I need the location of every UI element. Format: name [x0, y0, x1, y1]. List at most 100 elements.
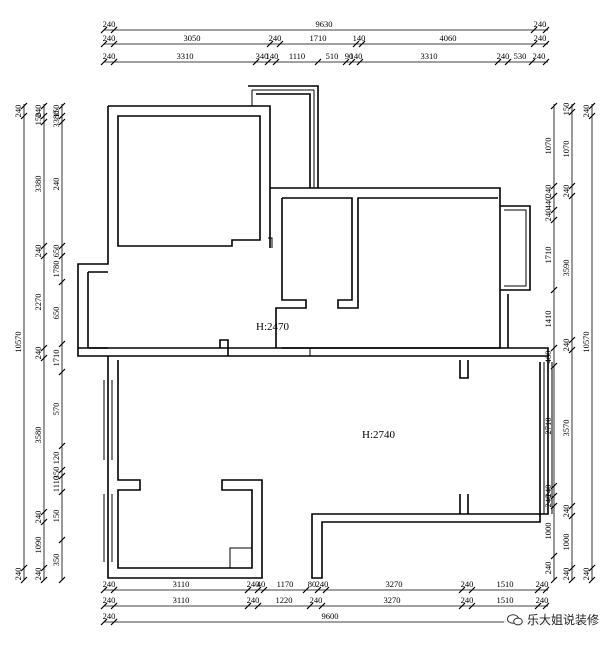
dimension-tick	[244, 602, 252, 610]
dimension-label: 240	[103, 595, 116, 605]
dimension-tick	[348, 58, 356, 66]
dimension-tick	[550, 552, 558, 560]
dimension-label: 240	[533, 51, 546, 61]
dimension-tick	[530, 40, 538, 48]
dimension-label: 240	[534, 19, 547, 29]
dimension-label: 150	[51, 105, 61, 118]
dimension-label: 240	[543, 495, 553, 508]
dimension-tick	[306, 602, 314, 610]
dimension-tick	[542, 586, 550, 594]
dimension-label: 240	[561, 339, 571, 352]
dimension-tick	[244, 586, 252, 594]
walls	[77, 85, 553, 579]
dimension-label: 240	[316, 579, 329, 589]
dimension-tick	[568, 564, 576, 572]
dimension-label: 240	[51, 178, 61, 191]
dimension-tick	[100, 26, 108, 34]
dimension-tick	[550, 492, 558, 500]
dimension-label: 3270	[384, 595, 401, 605]
dimension-tick	[588, 564, 596, 572]
dimension-tick	[100, 58, 108, 66]
dimension-label: 3380	[51, 111, 61, 128]
dimension-tick	[272, 58, 280, 66]
dimension-label: 9600	[322, 611, 339, 621]
dimension-tick	[40, 344, 48, 352]
dimension-tick	[276, 40, 284, 48]
dimension-label: 9630	[316, 19, 333, 29]
dimension-label: 350	[51, 467, 61, 480]
dimension-label: 240	[103, 611, 116, 621]
dimension-label: 650	[51, 307, 61, 320]
dimension-tick	[58, 252, 66, 260]
dimension-tick	[550, 482, 558, 490]
dimension-tick	[58, 340, 66, 348]
dimension-tick	[110, 58, 118, 66]
dimension-tick	[40, 112, 48, 120]
dimension-label: 40	[257, 579, 266, 589]
dimension-tick	[58, 442, 66, 450]
dimension-label: 650	[51, 245, 61, 258]
dimension-tick	[568, 102, 576, 110]
dimension-tick	[252, 58, 260, 66]
dimension-tick	[542, 26, 550, 34]
dimension-tick	[358, 40, 366, 48]
dimension-tick	[342, 58, 350, 66]
dimension-tick	[550, 102, 558, 110]
dimension-label: 3110	[173, 579, 190, 589]
dimension-label: 240	[247, 595, 260, 605]
dimension-label: 240	[269, 33, 282, 43]
dimension-label: 3580	[33, 427, 43, 444]
dimension-tick	[100, 602, 108, 610]
dimension-ticks	[20, 26, 596, 626]
watermark: 乐大姐说装修	[503, 610, 602, 629]
dimension-tick	[110, 586, 118, 594]
dimension-tick	[58, 278, 66, 286]
dimension-tick	[550, 502, 558, 510]
dimension-tick	[318, 602, 326, 610]
dimension-tick	[40, 102, 48, 110]
dimension-label: 340	[256, 51, 269, 61]
dimension-label: 350	[51, 554, 61, 567]
dimension-label: 240	[561, 505, 571, 518]
dimension-tick	[534, 586, 542, 594]
dimension-tick	[20, 102, 28, 110]
dimension-label: 240	[13, 568, 23, 581]
dimension-label: 4060	[440, 33, 457, 43]
dimension-tick	[58, 488, 66, 496]
dimension-label: 530	[514, 51, 527, 61]
dimension-label: 240	[33, 511, 43, 524]
dimension-tick	[100, 586, 108, 594]
dimension-label: 3310	[177, 51, 194, 61]
dimension-label: 240	[461, 595, 474, 605]
dimension-label: 3050	[184, 33, 201, 43]
dimension-tick	[550, 286, 558, 294]
dimension-tick	[110, 40, 118, 48]
dimension-tick	[356, 58, 364, 66]
dimension-label: 1780	[51, 261, 61, 278]
dimension-tick	[568, 512, 576, 520]
dimension-tick	[302, 586, 310, 594]
dimension-tick	[550, 192, 558, 200]
dimension-label: 10570	[13, 331, 23, 352]
dimension-label: 240	[33, 105, 43, 118]
dimension-tick	[550, 182, 558, 190]
dimension-label: 1170	[277, 579, 294, 589]
dimension-label: 2710	[543, 418, 553, 435]
dimension-label: 240	[13, 105, 23, 118]
dimension-label: 240	[33, 568, 43, 581]
dimension-tick	[568, 182, 576, 190]
dimension-tick	[58, 466, 66, 474]
dimension-tick	[58, 242, 66, 250]
dimension-label: 90	[345, 51, 354, 61]
dimension-tick	[352, 40, 360, 48]
dimension-tick	[58, 102, 66, 110]
dimension-label: 2270	[33, 294, 43, 311]
dimension-label: 150	[561, 103, 571, 116]
dimension-tick	[58, 112, 66, 120]
dimension-label: 1090	[33, 537, 43, 554]
dimension-tick	[542, 602, 550, 610]
dimension-tick	[40, 564, 48, 572]
dimension-label: 3570	[561, 420, 571, 437]
dimension-label: 150	[51, 510, 61, 523]
